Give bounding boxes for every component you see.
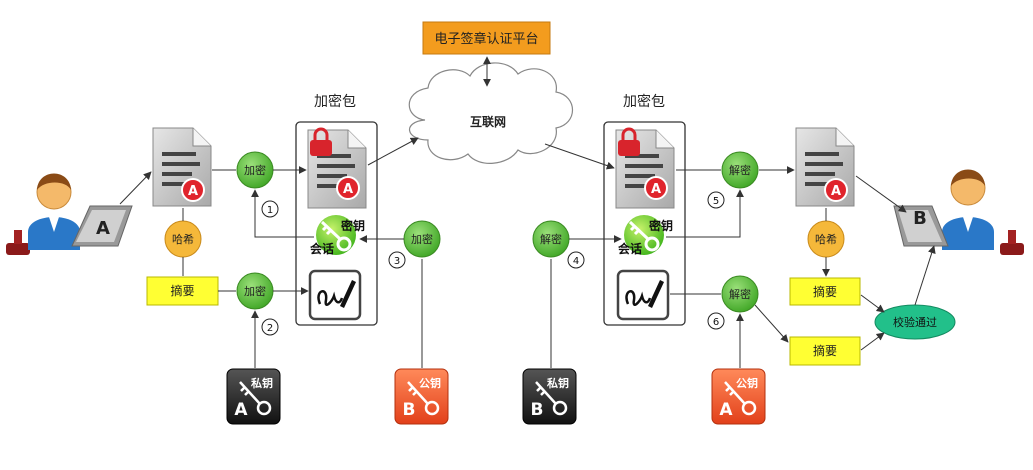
user-b-icon: B bbox=[893, 169, 1024, 255]
encrypted-package-left bbox=[295, 121, 378, 326]
step-6: 6 bbox=[707, 312, 725, 330]
internet-label: 互联网 bbox=[470, 115, 506, 129]
public-key-b-badge: 公钥 B bbox=[394, 368, 449, 425]
svg-text:A: A bbox=[831, 184, 841, 199]
svg-text:加密: 加密 bbox=[411, 232, 433, 246]
svg-text:A: A bbox=[234, 400, 248, 420]
svg-text:摘要: 摘要 bbox=[170, 283, 194, 298]
session-key-icon-right: 密钥 会话 bbox=[618, 215, 673, 256]
platform-label: 电子签章认证平台 bbox=[434, 31, 538, 47]
svg-text:B: B bbox=[531, 400, 544, 420]
package-title-right: 加密包 bbox=[623, 93, 665, 110]
package-title-left: 加密包 bbox=[314, 93, 356, 110]
internet-cloud: 互联网 bbox=[408, 62, 573, 164]
svg-text:密钥: 密钥 bbox=[341, 218, 365, 233]
svg-text:3: 3 bbox=[394, 256, 400, 267]
encrypt-circle-session-key: 加密 bbox=[403, 220, 441, 258]
svg-text:B: B bbox=[913, 208, 927, 229]
connectors bbox=[119, 56, 936, 368]
digest-box-receiver-hash: 摘要 bbox=[789, 277, 861, 306]
svg-text:解密: 解密 bbox=[729, 287, 751, 301]
svg-text:6: 6 bbox=[713, 317, 719, 328]
digest-box-sender: 摘要 bbox=[146, 276, 219, 306]
signature-icon-left bbox=[308, 269, 362, 321]
session-key-icon-left: 密钥 会话 bbox=[310, 215, 365, 256]
document-icon-package-right: A bbox=[615, 127, 675, 209]
svg-text:1: 1 bbox=[267, 205, 273, 216]
svg-text:密钥: 密钥 bbox=[649, 218, 673, 233]
private-key-b-badge: 私钥 B bbox=[522, 368, 577, 425]
step-2: 2 bbox=[261, 318, 279, 336]
document-icon-receiver: A bbox=[795, 127, 855, 207]
encrypted-package-right bbox=[603, 121, 686, 326]
svg-text:私钥: 私钥 bbox=[547, 376, 569, 390]
encrypt-circle-digest: 加密 bbox=[236, 272, 274, 310]
svg-text:A: A bbox=[188, 184, 198, 199]
digest-box-receiver-decrypted: 摘要 bbox=[789, 336, 861, 366]
svg-text:A: A bbox=[343, 182, 353, 197]
encrypt-circle-doc: 加密 bbox=[236, 151, 274, 189]
svg-text:加密: 加密 bbox=[244, 163, 266, 177]
svg-text:私钥: 私钥 bbox=[251, 376, 273, 390]
svg-text:摘要: 摘要 bbox=[813, 343, 837, 358]
svg-text:公钥: 公钥 bbox=[736, 376, 758, 390]
hash-circle-sender: 哈希 bbox=[164, 220, 202, 258]
svg-text:公钥: 公钥 bbox=[419, 376, 441, 390]
svg-text:哈希: 哈希 bbox=[815, 232, 837, 246]
step-3: 3 bbox=[388, 251, 406, 269]
svg-text:2: 2 bbox=[267, 323, 273, 334]
svg-text:5: 5 bbox=[713, 196, 719, 207]
step-4: 4 bbox=[567, 251, 585, 269]
hash-circle-receiver: 哈希 bbox=[807, 220, 845, 258]
document-icon-package-left: A bbox=[307, 127, 367, 209]
svg-text:解密: 解密 bbox=[729, 163, 751, 177]
step-1: 1 bbox=[261, 200, 279, 218]
document-icon-sender: A bbox=[152, 127, 212, 207]
svg-text:解密: 解密 bbox=[540, 232, 562, 246]
svg-text:摘要: 摘要 bbox=[813, 284, 837, 299]
platform-box: 电子签章认证平台 bbox=[422, 21, 551, 55]
svg-text:B: B bbox=[403, 400, 416, 420]
public-key-a-badge: 公钥 A bbox=[711, 368, 766, 425]
decrypt-circle-session-key: 解密 bbox=[532, 220, 570, 258]
svg-text:哈希: 哈希 bbox=[172, 232, 194, 246]
svg-text:A: A bbox=[719, 400, 733, 420]
signature-icon-right bbox=[616, 269, 670, 321]
decrypt-circle-doc: 解密 bbox=[721, 151, 759, 189]
decrypt-circle-signature: 解密 bbox=[721, 275, 759, 313]
svg-text:A: A bbox=[651, 182, 661, 197]
svg-text:校验通过: 校验通过 bbox=[893, 315, 937, 329]
svg-text:4: 4 bbox=[573, 256, 579, 267]
svg-text:加密: 加密 bbox=[244, 284, 266, 298]
svg-text:会话: 会话 bbox=[618, 241, 642, 256]
private-key-a-badge: 私钥 A bbox=[226, 368, 281, 425]
svg-text:会话: 会话 bbox=[310, 241, 334, 256]
svg-text:A: A bbox=[96, 218, 110, 239]
step-5: 5 bbox=[707, 191, 725, 209]
user-a-icon: A bbox=[6, 173, 133, 255]
verify-passed-node: 校验通过 bbox=[874, 304, 956, 340]
